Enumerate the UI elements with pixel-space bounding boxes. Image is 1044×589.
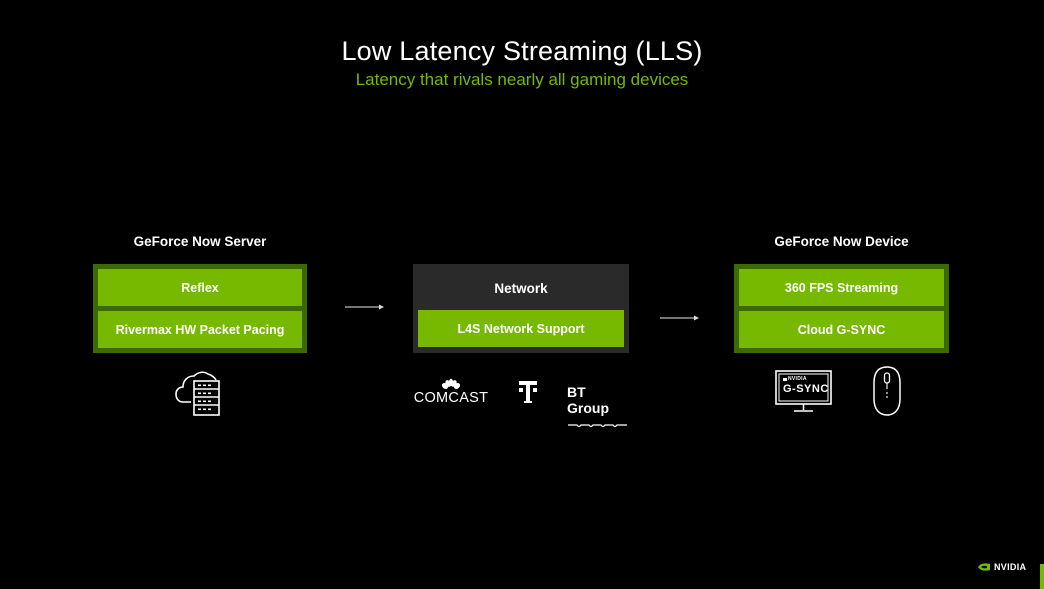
bt-wave-icon: [568, 424, 627, 428]
network-group: Network L4S Network Support: [413, 264, 629, 353]
telekom-t-icon: [519, 381, 537, 403]
network-label: Network: [494, 280, 548, 296]
comcast-text: COMCAST: [413, 390, 489, 406]
gsync-badge-brand: NVIDIA: [788, 376, 807, 382]
bt-group-text: BT Group: [567, 384, 609, 416]
nvidia-wordmark: NVIDIA: [994, 562, 1027, 572]
mouse-icon: [873, 366, 901, 416]
bt-group-logo: BT Group: [567, 384, 631, 434]
peacock-icon: [441, 378, 461, 389]
rivermax-box: Rivermax HW Packet Pacing: [98, 311, 302, 348]
server-label: GeForce Now Server: [133, 234, 267, 249]
tmobile-logo: [517, 379, 539, 410]
slide-title: Low Latency Streaming (LLS): [341, 36, 703, 66]
arrow-server-to-network: [345, 304, 384, 310]
reflex-box: Reflex: [98, 269, 302, 306]
nvidia-eye-icon: [978, 563, 990, 571]
slide-subtitle: Latency that rivals nearly all gaming de…: [355, 70, 689, 89]
gsync-monitor-icon: NVIDIA G-SYNC: [775, 370, 832, 414]
comcast-logo: COMCAST: [413, 378, 489, 406]
fps-streaming-box: 360 FPS Streaming: [739, 269, 944, 306]
server-group: Reflex Rivermax HW Packet Pacing: [93, 264, 307, 353]
l4s-box: L4S Network Support: [418, 310, 624, 347]
corner-accent-bar: [1040, 564, 1044, 589]
arrow-network-to-device: [660, 315, 699, 321]
gsync-badge-text: G-SYNC: [783, 383, 829, 395]
nvidia-logo: NVIDIA: [977, 562, 1026, 572]
device-group: 360 FPS Streaming Cloud G-SYNC: [734, 264, 949, 353]
cloud-server-icon: [175, 371, 220, 416]
cloud-gsync-box: Cloud G-SYNC: [739, 311, 944, 348]
device-label: GeForce Now Device: [774, 234, 909, 249]
